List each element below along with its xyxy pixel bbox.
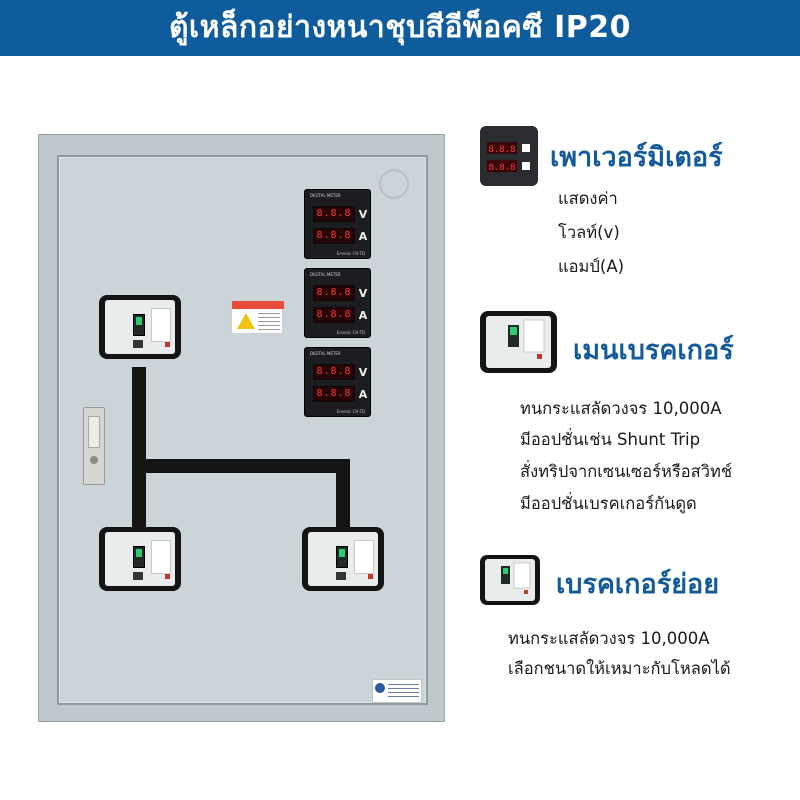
sub-breaker-line-2: เลือกชนาดให้เหมาะกับโหลดได้: [508, 659, 731, 678]
cabinet-photo: DIGITAL METER 8.8.8 8.8.8 V A Emenic CH-…: [38, 134, 445, 722]
power-meter-icon: 8.8.8 8.8.8: [480, 126, 538, 186]
breaker-toggle-icon: [133, 314, 145, 336]
power-meter-line-1: แสดงค่า: [558, 189, 618, 208]
main-breaker-line-1: ทนกระแสลัดวงจร 10,000A: [520, 399, 722, 418]
unit-v-label: V: [358, 366, 368, 379]
sub-breaker-line-1: ทนกระแสลัดวงจร 10,000A: [508, 629, 710, 648]
meter-voltage-readout: 8.8.8: [313, 206, 355, 222]
sub-breaker-left: [99, 527, 181, 591]
sub-breaker-title: เบรคเกอร์ย่อย: [556, 569, 720, 600]
breaker-toggle-icon: [336, 546, 348, 568]
main-breaker-line-3: สั่งทริปจากเซนเซอร์หรือสวิทช์: [520, 462, 733, 481]
sub-breaker-right: [302, 527, 384, 591]
meter-current-readout: 8.8.8: [313, 386, 355, 402]
main-breaker-title: เมนเบรคเกอร์: [573, 335, 734, 366]
meter-voltage-readout: 8.8.8: [313, 285, 355, 301]
company-nameplate: [372, 679, 422, 703]
power-meter-line-3: แอมป์(A): [558, 257, 625, 276]
main-breaker-icon: [480, 311, 557, 373]
cabinet-door: DIGITAL METER 8.8.8 8.8.8 V A Emenic CH-…: [57, 155, 428, 705]
digital-meter-1: DIGITAL METER 8.8.8 8.8.8 V A Emenic CH-…: [304, 189, 371, 259]
unit-v-label: V: [358, 208, 368, 221]
warning-label-icon: [231, 300, 284, 334]
breaker-toggle-icon: [133, 546, 145, 568]
power-meter-title: เพาเวอร์มิเตอร์: [550, 142, 723, 173]
unit-v-label: V: [358, 287, 368, 300]
digital-meter-2: DIGITAL METER 8.8.8 8.8.8 V A Emenic CH-…: [304, 268, 371, 338]
power-meter-line-2: โวลท์(v): [558, 223, 620, 242]
keyhole-icon: [90, 456, 98, 464]
company-logo-icon: [375, 683, 385, 693]
main-breaker-line-2: มีออปชั่นเช่น Shunt Trip: [520, 430, 701, 449]
svg-text:8.8.8: 8.8.8: [488, 145, 515, 155]
unit-a-label: A: [358, 309, 368, 322]
unit-a-label: A: [358, 230, 368, 243]
sub-breaker-icon: [480, 555, 540, 605]
page-title: ตู้เหล็กอย่างหนาชุบสีอีพ็อคซี IP20: [168, 10, 632, 45]
door-handle-icon: [83, 407, 105, 485]
meter-current-readout: 8.8.8: [313, 228, 355, 244]
digital-meter-3: DIGITAL METER 8.8.8 8.8.8 V A Emenic CH-…: [304, 347, 371, 417]
header-banner: ตู้เหล็กอย่างหนาชุบสีอีพ็อคซี IP20: [0, 0, 800, 56]
main-breaker: [99, 295, 181, 359]
svg-text:8.8.8: 8.8.8: [488, 163, 515, 173]
meter-current-readout: 8.8.8: [313, 307, 355, 323]
meter-voltage-readout: 8.8.8: [313, 364, 355, 380]
main-breaker-line-4: มีออปชั่นเบรคเกอร์กันดูด: [520, 494, 697, 513]
embossed-logo-icon: [379, 169, 409, 199]
unit-a-label: A: [358, 388, 368, 401]
busbar-lines: [132, 367, 350, 561]
